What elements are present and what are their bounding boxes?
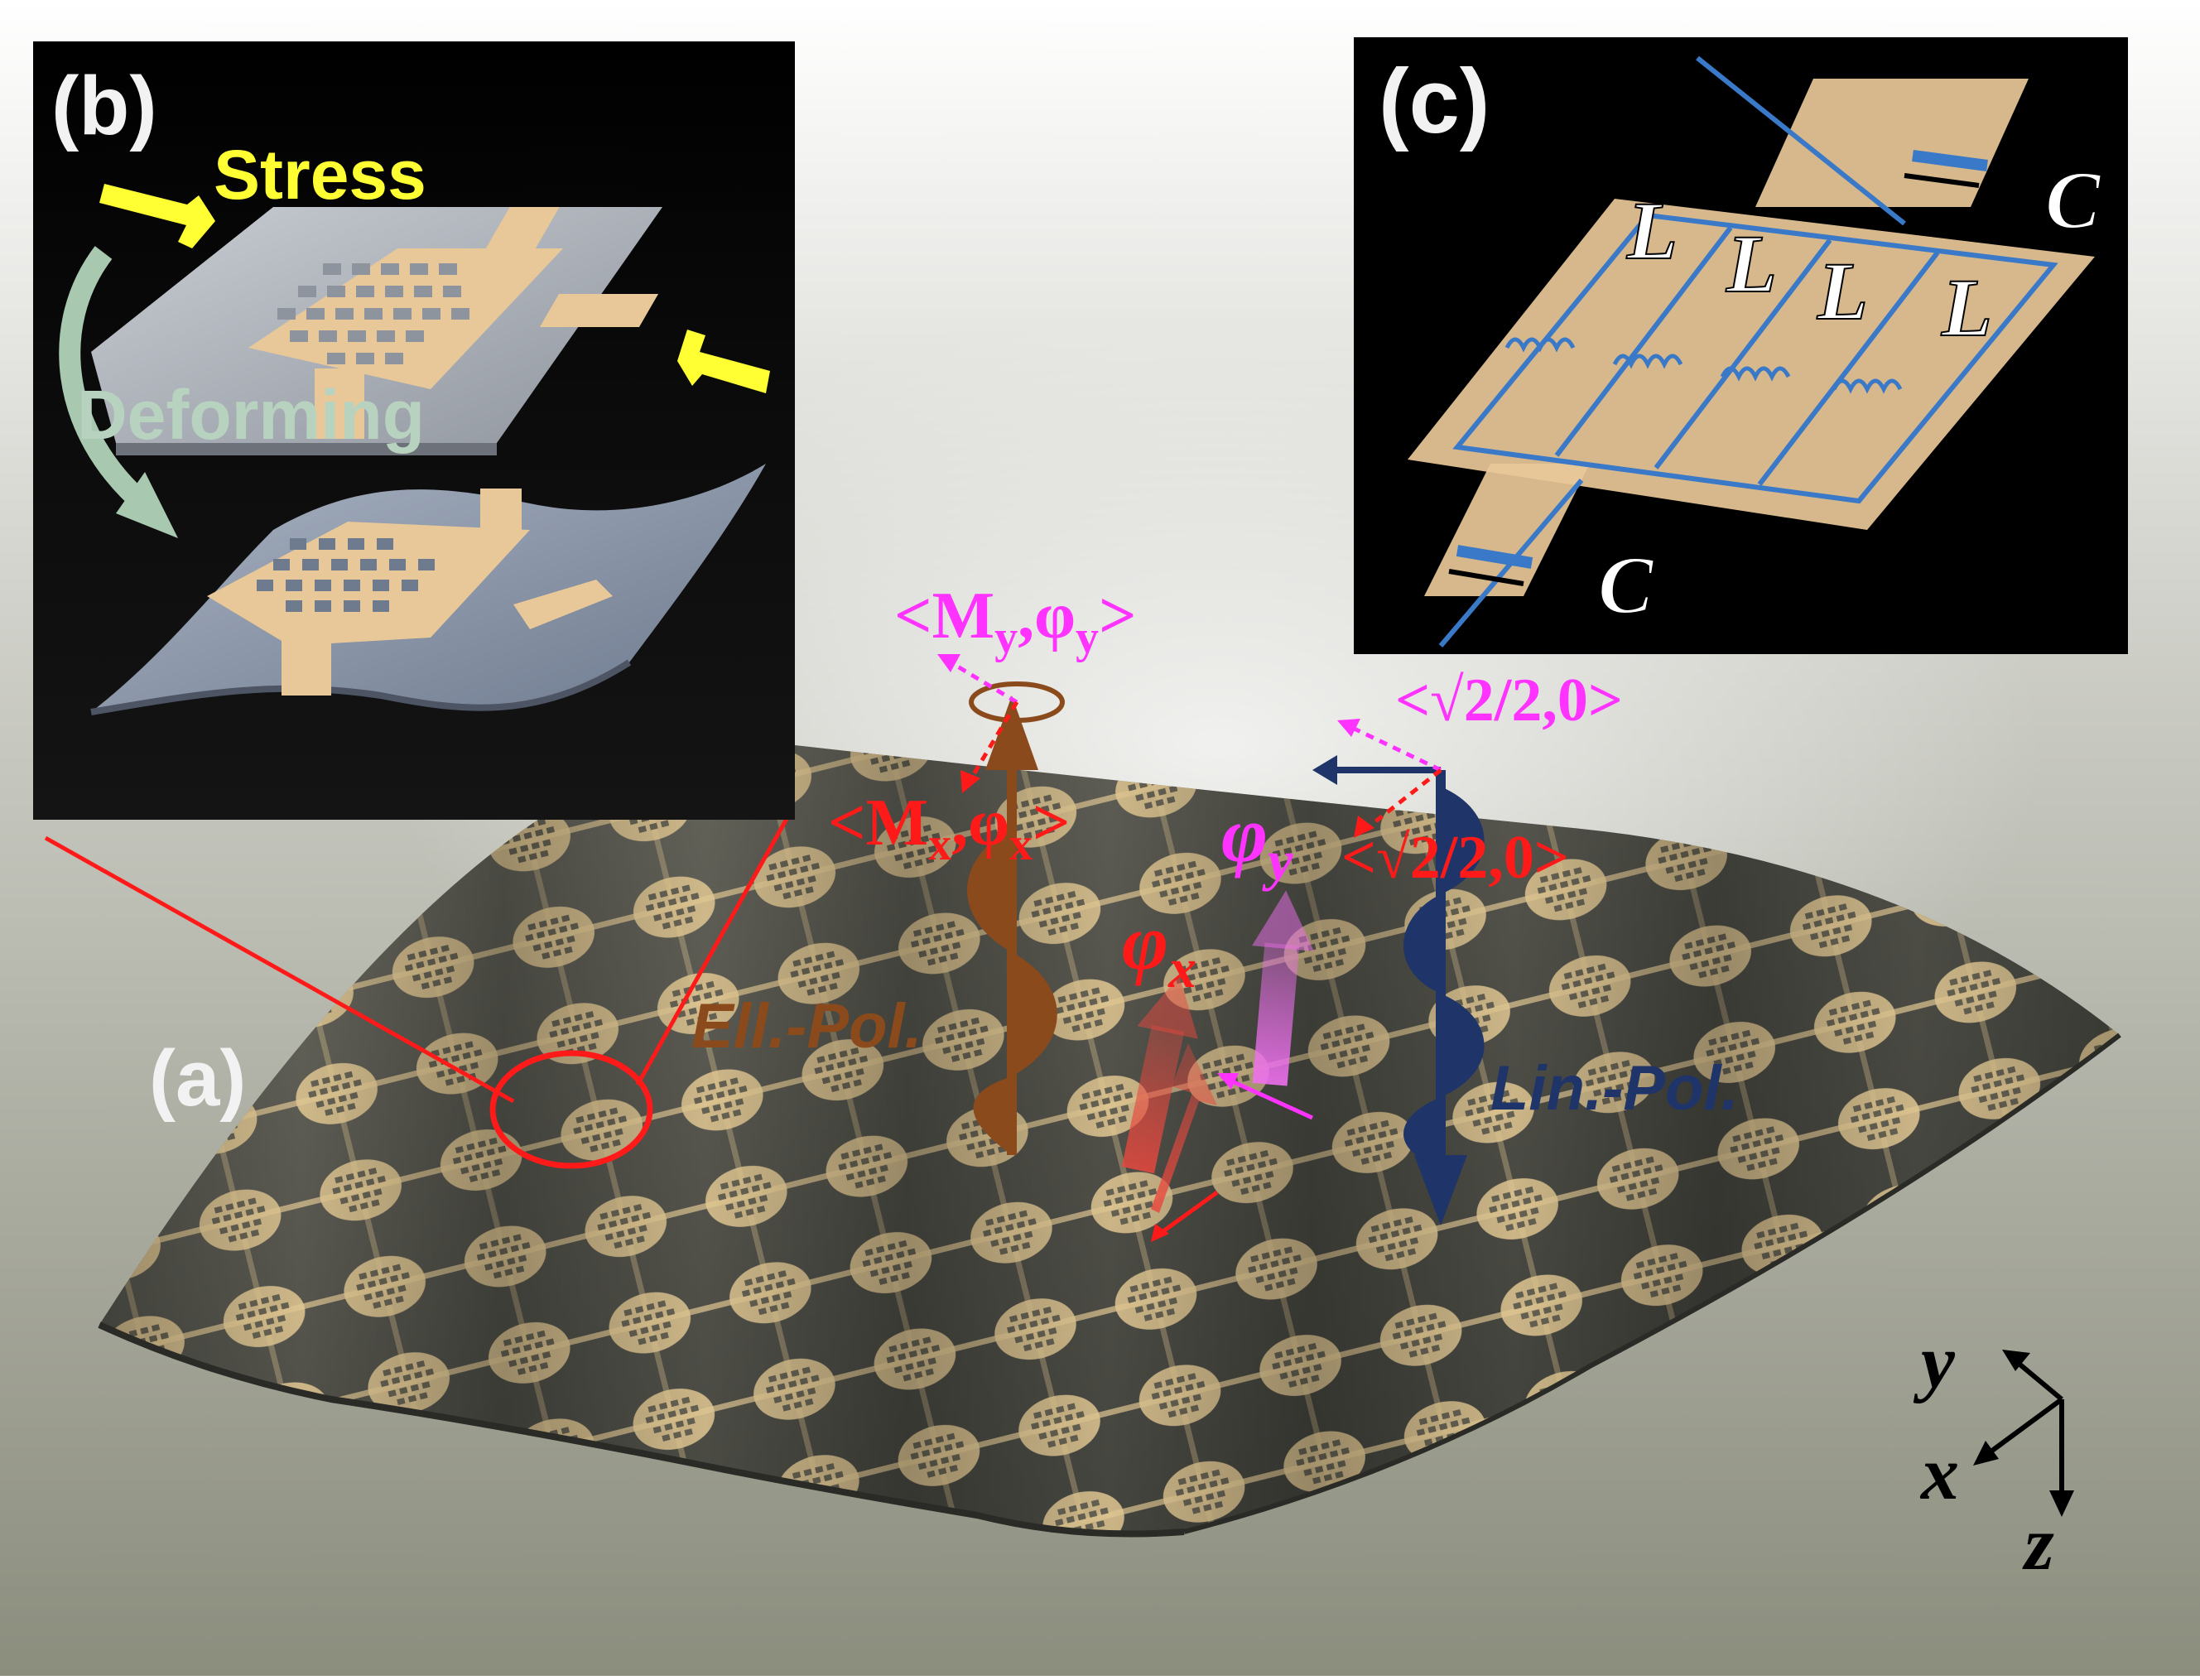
- linear-top-value-label: <√2/2,0>: [1395, 667, 1623, 734]
- inductor-label-3: L: [1817, 245, 1868, 337]
- coordinate-axes: y x z: [1913, 1319, 2074, 1586]
- wavy-plate-pattern: [207, 489, 613, 696]
- phi-x-label: φx: [1122, 898, 1196, 999]
- panel-a-label: (a): [149, 1034, 246, 1123]
- panel-c: (c) L L L L C C: [1354, 37, 2128, 654]
- inductor-coils: [1504, 337, 1903, 394]
- unit-cell-metal: [1408, 199, 2095, 530]
- inductor-label-2: L: [1726, 218, 1777, 310]
- capacitor-label-bottom: C: [1598, 539, 1654, 631]
- deforming-label: Deforming: [77, 376, 425, 454]
- phi-y-label: φy: [1221, 790, 1293, 892]
- inductor-label-1: L: [1626, 185, 1678, 277]
- panel-b: (b) Stress Deforming: [33, 41, 795, 820]
- inductor-label-4: L: [1941, 262, 1992, 354]
- elliptical-wave: [937, 654, 1065, 1155]
- zoom-indicator: [44, 810, 793, 1169]
- capacitor-symbols: [1448, 150, 1988, 586]
- stress-label: Stress: [214, 136, 426, 214]
- my-phi-y-label: <My,φy>: [894, 580, 1137, 663]
- metasurface-sheet: [98, 742, 2121, 1538]
- panel-b-label: (b): [51, 60, 157, 152]
- stress-arrow-left: [99, 184, 215, 248]
- axis-x-label: x: [1919, 1431, 1959, 1515]
- panel-c-label: (c): [1379, 51, 1490, 152]
- axis-z-label: z: [2022, 1501, 2054, 1586]
- zoom-circle: [489, 1050, 653, 1169]
- elliptical-polarization-label: Ell.-Pol.: [691, 991, 922, 1061]
- linear-wave: [1312, 719, 1485, 1225]
- capacitor-label-top: C: [2045, 154, 2101, 246]
- phase-arrows: [1121, 890, 1314, 1242]
- wavy-plate-holes: [257, 538, 435, 612]
- linear-polarization-label: Lin.-Pol.: [1490, 1053, 1739, 1124]
- stress-arrow-right: [677, 330, 770, 393]
- flat-plate-holes: [277, 263, 469, 364]
- phi-x-arrow: [1151, 1043, 1217, 1213]
- linear-bottom-value-label: <√2/2,0>: [1341, 824, 1569, 892]
- deforming-arrow: [59, 246, 152, 513]
- mx-phi-x-label: <Mx,φx>: [828, 787, 1071, 870]
